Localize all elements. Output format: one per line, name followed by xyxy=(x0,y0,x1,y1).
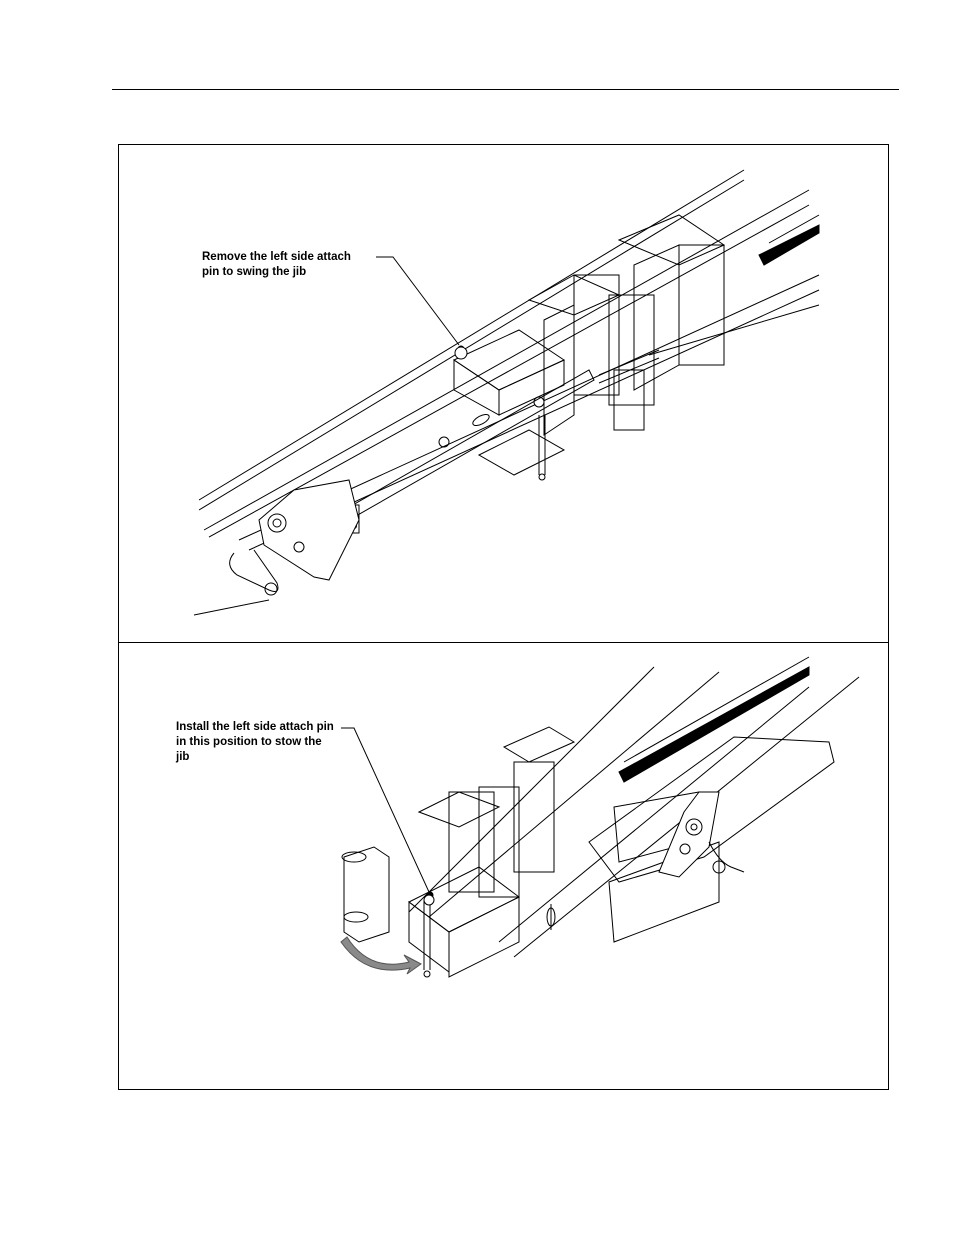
top-boom-illustration xyxy=(119,145,888,642)
figure-frame: Remove the left side attach pin to swing… xyxy=(118,144,889,1090)
bottom-boom-illustration xyxy=(119,642,888,1089)
bottom-panel: Install the left side attach pin in this… xyxy=(119,642,888,1089)
header-rule xyxy=(112,89,899,90)
top-panel: Remove the left side attach pin to swing… xyxy=(119,145,888,643)
